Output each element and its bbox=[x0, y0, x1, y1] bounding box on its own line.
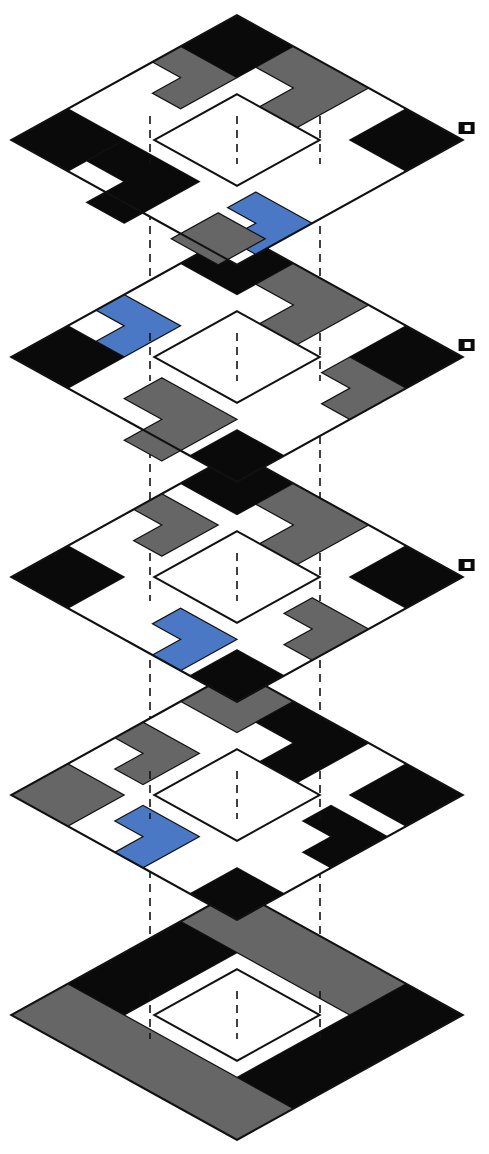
corner-mark-hole bbox=[465, 342, 471, 348]
board-layer-5 bbox=[11, 890, 462, 1140]
layers-group bbox=[11, 15, 474, 1140]
board-layer-2 bbox=[11, 232, 474, 482]
corner-mark bbox=[459, 339, 475, 351]
corner-mark bbox=[459, 122, 475, 134]
corner-mark-hole bbox=[465, 562, 471, 568]
corner-mark bbox=[459, 559, 475, 571]
corner-mark-hole bbox=[465, 125, 471, 131]
board-layer-4 bbox=[11, 670, 462, 920]
board-layer-1 bbox=[11, 15, 474, 265]
board-layer-3 bbox=[11, 452, 474, 702]
